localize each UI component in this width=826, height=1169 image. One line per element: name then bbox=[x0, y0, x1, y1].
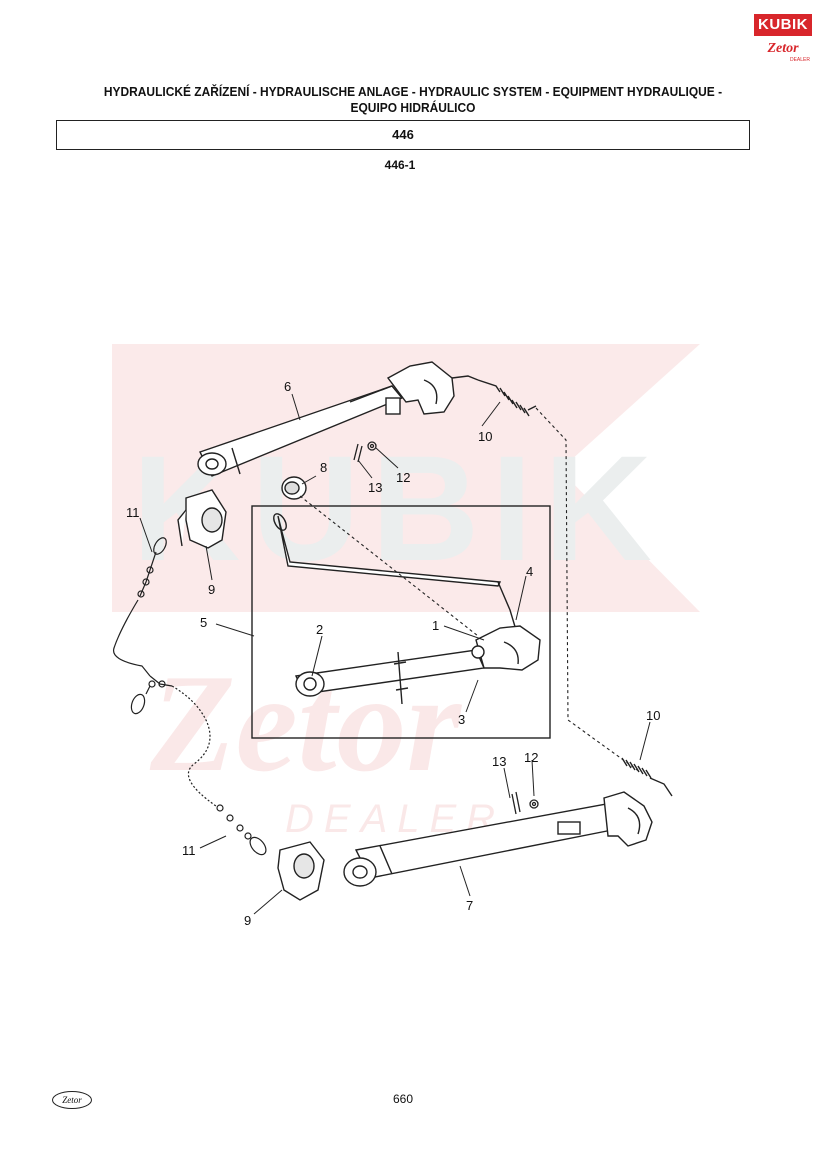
page-number: 660 bbox=[392, 1092, 414, 1106]
title-line-1: HYDRAULICKÉ ZAŘÍZENÍ - HYDRAULISCHE ANLA… bbox=[103, 84, 723, 99]
section-number: 446 bbox=[56, 120, 750, 150]
chain-and-wire bbox=[112, 537, 267, 856]
brand-logo-top: KUBIK bbox=[754, 14, 812, 36]
brand-logo-sub: DEALER bbox=[789, 57, 810, 63]
callout-labels: 6 10 12 13 8 11 9 4 1 5 2 3 10 12 13 11 … bbox=[126, 379, 660, 928]
callout-13-bottom: 13 bbox=[492, 754, 506, 769]
lower-link-arm-7 bbox=[343, 791, 653, 887]
brand-logo: KUBIK Zetor DEALER bbox=[754, 14, 812, 64]
callout-3: 3 bbox=[458, 712, 465, 727]
leader-lines bbox=[139, 393, 651, 915]
footer-logo: Zetor bbox=[52, 1091, 92, 1109]
title-line-2: EQUIPO HIDRÁULICO bbox=[350, 100, 476, 115]
bushing-8 bbox=[281, 476, 307, 500]
callout-12-bottom: 12 bbox=[524, 750, 538, 765]
callout-8: 8 bbox=[320, 460, 327, 475]
callout-11-top: 11 bbox=[126, 505, 140, 520]
hook-9-bottom bbox=[277, 841, 325, 901]
callout-10-bottom: 10 bbox=[646, 708, 660, 723]
callout-13-top: 13 bbox=[368, 480, 382, 495]
callout-9-bottom: 9 bbox=[244, 913, 251, 928]
callout-2: 2 bbox=[316, 622, 323, 637]
callout-4: 4 bbox=[526, 564, 533, 579]
subsection-number: 446-1 bbox=[384, 158, 416, 172]
inset-frame bbox=[251, 505, 551, 739]
lower-link-arm-6 bbox=[197, 361, 455, 477]
spring-10-top bbox=[451, 375, 537, 417]
brand-logo-bottom: Zetor bbox=[767, 41, 799, 56]
pin-13-bottom bbox=[511, 791, 539, 815]
callout-6: 6 bbox=[284, 379, 291, 394]
spring-10-bottom bbox=[621, 757, 673, 797]
callout-7: 7 bbox=[466, 898, 473, 913]
callout-10-top: 10 bbox=[478, 429, 492, 444]
page-title: HYDRAULICKÉ ZAŘÍZENÍ - HYDRAULISCHE ANLA… bbox=[70, 84, 756, 116]
callout-1: 1 bbox=[432, 618, 439, 633]
watermark: KUBIK Zetor DEALER bbox=[112, 344, 700, 841]
inset-assembly bbox=[273, 513, 541, 705]
callout-11-bottom: 11 bbox=[182, 843, 196, 858]
callout-12-top: 12 bbox=[396, 470, 410, 485]
watermark-red-shape bbox=[112, 344, 700, 612]
hook-9-top bbox=[177, 489, 227, 549]
callout-9-top: 9 bbox=[208, 582, 215, 597]
callout-5: 5 bbox=[200, 615, 207, 630]
dashed-connectors bbox=[299, 407, 641, 773]
pin-13-top bbox=[353, 441, 377, 463]
